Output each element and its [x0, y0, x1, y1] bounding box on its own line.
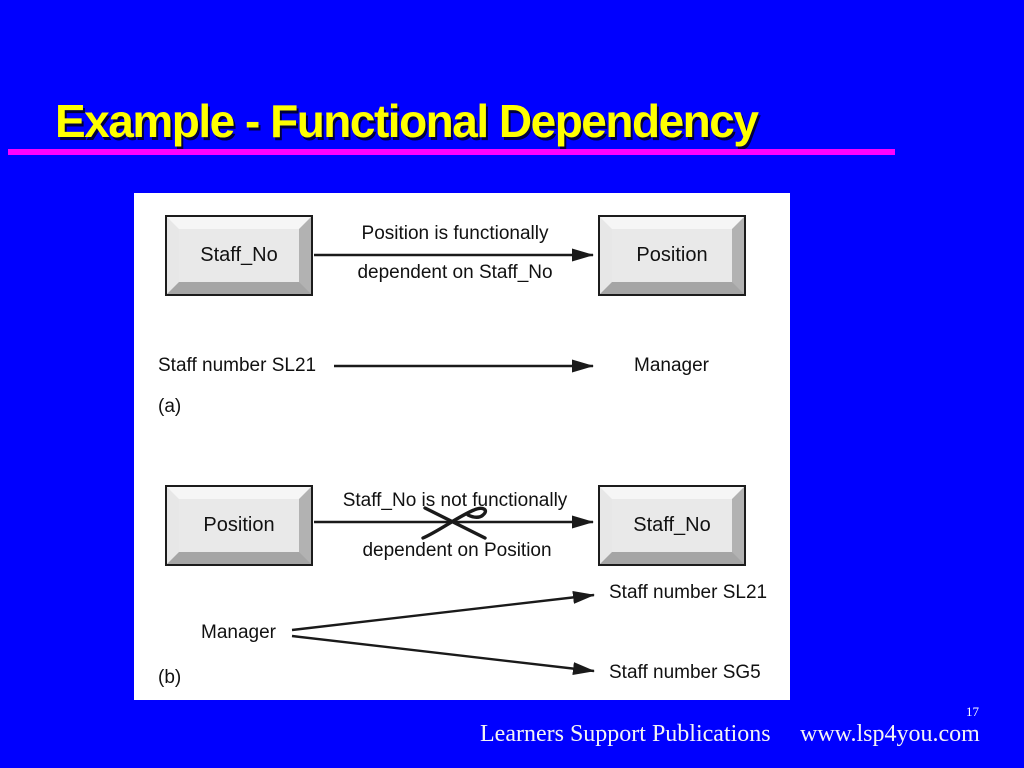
example-a-source: Staff number SL21 — [158, 355, 317, 376]
box-position-b: Position — [165, 485, 313, 566]
example-b-target-1: Staff number SL21 — [609, 582, 768, 603]
diagram-panel: Staff_No Position Position is functional… — [134, 193, 790, 700]
box-staff-no-b-label: Staff_No — [600, 487, 744, 564]
box-staff-no-a: Staff_No — [165, 215, 313, 296]
arrow-label-a-line1: Position is functionally — [361, 223, 549, 244]
box-position-a: Position — [598, 215, 746, 296]
arrow-label-a-line2: dependent on Staff_No — [357, 262, 553, 283]
box-staff-no-a-label: Staff_No — [167, 217, 311, 294]
box-position-b-label: Position — [167, 487, 311, 564]
box-staff-no-b: Staff_No — [598, 485, 746, 566]
title-underline-rule — [8, 149, 895, 155]
example-b-target-2: Staff number SG5 — [609, 662, 761, 683]
diagram-arrows — [291, 248, 595, 676]
example-b-source: Manager — [201, 622, 276, 643]
example-a-target: Manager — [634, 355, 709, 376]
arrow-label-b-line2: dependent on Position — [362, 540, 552, 561]
footer-publisher: Learners Support Publications — [480, 721, 771, 747]
caption-b: (b) — [158, 667, 182, 688]
caption-a: (a) — [158, 396, 182, 417]
page-number: 17 — [966, 704, 979, 719]
slide-title: Example - Functional Dependency — [55, 95, 759, 147]
footer-website: www.lsp4you.com — [800, 721, 980, 747]
arrow-label-b-line1: Staff_No is not functionally — [342, 490, 568, 511]
box-position-a-label: Position — [600, 217, 744, 294]
